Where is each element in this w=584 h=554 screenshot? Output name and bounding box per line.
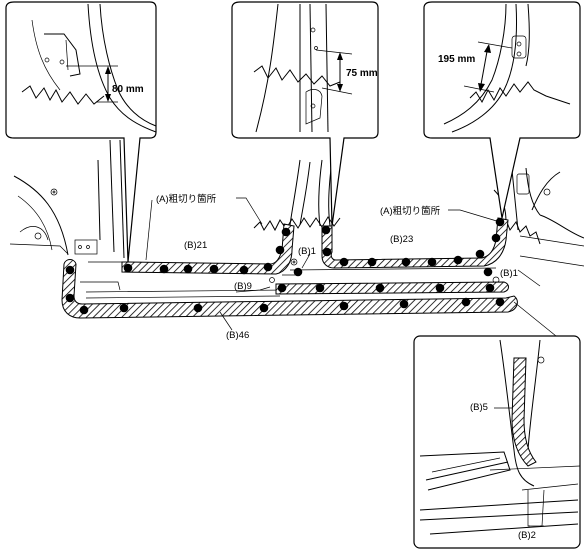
weld-spot-b23	[453, 255, 463, 265]
weld-band-b5	[511, 357, 537, 467]
weld-spot-b46	[259, 303, 269, 313]
weld-spot-b21	[159, 264, 169, 274]
weld-spot-b9	[435, 283, 445, 293]
weld-spot-b9	[277, 283, 287, 293]
weld-band-b9	[275, 281, 509, 295]
weld-spot-b23	[491, 233, 501, 243]
callout-left: 80 mm	[5, 1, 157, 263]
label-b9: (B)9	[234, 281, 252, 292]
weld-spot-b1	[293, 267, 303, 277]
callout-middle: 75 mm	[231, 1, 379, 227]
callout-right: 195 mm	[423, 1, 581, 219]
body-line-art	[9, 139, 584, 299]
label-b5: (B)5	[470, 402, 488, 413]
weld-spot-b46	[193, 303, 203, 313]
weld-spot-b21	[275, 245, 285, 255]
weld-spot-b9	[375, 283, 385, 293]
callout-middle-dimension: 75 mm	[346, 68, 378, 79]
weld-spot-b21	[239, 265, 249, 275]
weld-spot-b21	[281, 227, 291, 237]
weld-spot-b46	[495, 297, 505, 307]
callout-left-dimension: 80 mm	[112, 84, 144, 95]
weld-spot-b46	[119, 303, 129, 313]
weld-spot-b46	[399, 299, 409, 309]
weld-spot-b46	[339, 301, 349, 311]
weld-labels: (A)粗切り箇所 (A)粗切り箇所 (B)21 (B)23 (B)1 (B)1 …	[156, 193, 536, 541]
weld-spot-b21	[123, 263, 133, 273]
callout-right-dimension: 195 mm	[438, 54, 475, 65]
weld-spot-b23	[339, 257, 349, 267]
weld-spot-b23	[401, 257, 411, 267]
weld-spot-b46	[461, 297, 471, 307]
label-b21: (B)21	[184, 240, 207, 251]
weld-band-b23	[321, 217, 509, 269]
weld-spot-b21	[183, 264, 193, 274]
label-b1-mid: (B)1	[298, 246, 316, 257]
weld-spot-b21	[209, 264, 219, 274]
weld-spot-b46	[65, 293, 75, 303]
weld-spot-b23	[427, 257, 437, 267]
weld-spot-b23	[367, 257, 377, 267]
weld-spot-b21	[263, 262, 273, 272]
weld-spot-b23	[475, 249, 485, 259]
inset-lower-right	[413, 301, 581, 549]
weld-spot-b23	[322, 247, 332, 257]
label-b1-right: (B)1	[500, 268, 518, 279]
weld-spot-b9	[315, 283, 325, 293]
label-b46: (B)46	[226, 330, 249, 341]
weld-band-b21	[121, 223, 295, 275]
weld-spot-b46	[79, 305, 89, 315]
weld-spot-b23	[495, 217, 505, 227]
weld-spot-b23	[321, 225, 331, 235]
label-cut-right: (A)粗切り箇所	[380, 205, 441, 217]
label-b23: (B)23	[390, 234, 413, 245]
label-b2: (B)2	[518, 530, 536, 541]
weld-spot-b9	[485, 283, 495, 293]
weld-spot-b46	[65, 265, 75, 275]
label-cut-left: (A)粗切り箇所	[156, 193, 217, 205]
weld-spot-b1	[483, 267, 493, 277]
